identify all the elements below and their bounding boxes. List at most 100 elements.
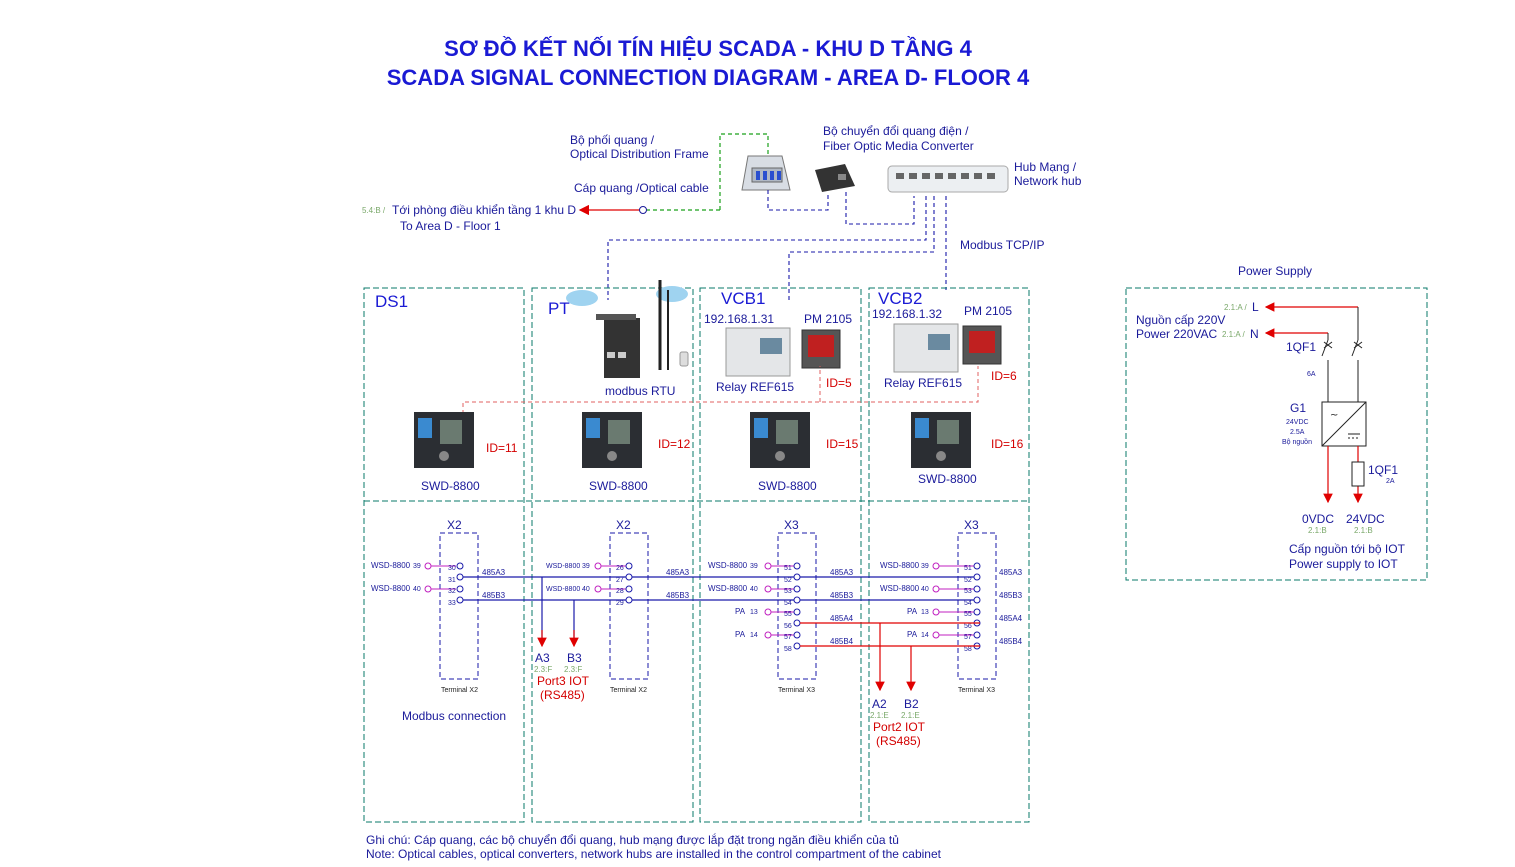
to-room-vi: Tới phòng điều khiển tầng 1 khu D [392,203,576,217]
pin-vcb1-2: 52 [784,577,792,584]
rtu-label: modbus RTU [605,384,675,398]
panel-name-vcb1: VCB1 [721,289,765,308]
pin-ds1-2: 31 [448,577,456,584]
panel-name-pt: PT [548,299,570,318]
cable-node [639,206,647,214]
svg-text:~: ~ [1330,410,1338,421]
vcb1-pa-a: PA [735,607,746,616]
power-input-lines [1264,302,1358,338]
ref-n: 2.1:A / [1222,330,1245,339]
input-wires [428,565,974,636]
pin-vcb1-5: 55 [784,611,792,618]
ref-b3: 2.3:F [564,665,582,674]
pin-vcb1-4: 54 [784,600,792,607]
hub-label-en: Network hub [1014,174,1082,188]
vcb2-pa-a: PA [907,607,918,616]
input-nodes [424,562,940,639]
port2-label: Port2 IOT [873,720,926,734]
terminal-label-ds1: Terminal X2 [441,687,478,694]
v24-label: 24VDC [1346,512,1385,526]
vcb1-n40: 40 [750,586,758,593]
vcb1-n13: 13 [750,609,758,616]
pin-pt-4: 29 [616,600,624,607]
port-a2: A2 [872,697,887,711]
vcb1-pm-id: ID=5 [826,376,852,390]
vcb1-wsd-b: WSD-8800 [708,584,748,593]
hub-label-vi: Hub Mạng / [1014,160,1077,174]
modbus-connection-label: Modbus connection [402,709,506,723]
terminal-label-vcb2: Terminal X3 [958,687,995,694]
pt-id: ID=12 [658,437,691,451]
vcb1-485b4: 485B4 [830,637,854,646]
title-vi: SƠ ĐỒ KẾT NỐI TÍN HIỆU SCADA - KHU D TẦN… [444,35,972,61]
port-a3: A3 [535,651,550,665]
power-title: Power Supply [1238,264,1312,278]
ds1-wsd-b: WSD-8800 [371,584,411,593]
vcb1-wsd-a: WSD-8800 [708,561,748,570]
vcb2-485b4: 485B4 [999,637,1023,646]
pin-vcb2-5: 55 [964,611,972,618]
network-hub-device [887,165,1009,193]
odf-device [741,155,791,191]
pin-vcb1-3: 53 [784,588,792,595]
terminal-blocks [439,532,997,680]
vcb2-swd-label: SWD-8800 [918,472,977,486]
panel-name-vcb2: VCB2 [878,289,922,308]
pt-wsd-b: WSD-8800 [546,586,580,593]
qf2-fuse [1351,461,1365,487]
ds1-485a3: 485A3 [482,568,506,577]
panel-name-ds1: DS1 [375,292,408,311]
port3-label: Port3 IOT [537,674,590,688]
vcb1-pm-label: PM 2105 [804,312,852,326]
pin-vcb2-2: 52 [964,577,972,584]
to-room-ref: 5.4:B / [362,206,386,215]
terminal-x2-ds1: X2 [447,518,462,532]
ds1-n40: 40 [413,586,421,593]
odf-label-en: Optical Distribution Frame [570,147,709,161]
qf1-breaker [1321,307,1363,402]
vcb2-wsd-b: WSD-8800 [880,584,920,593]
pin-vcb2-6: 56 [964,623,972,630]
network-lines [607,190,947,300]
vcb2-relay-label: Relay REF615 [884,376,962,390]
ds1-n39: 39 [413,563,421,570]
ref-b2: 2.1:E [901,711,920,720]
qf2-label: 1QF1 [1368,463,1398,477]
g1-name: Bộ nguồn [1282,437,1312,446]
pin-ds1-3: 32 [448,588,456,595]
vcb2-n39: 39 [921,563,929,570]
pin-pt-1: 26 [616,565,624,572]
pt-485b3: 485B3 [666,591,690,600]
ref-v0: 2.1:B [1308,526,1327,535]
port-b3: B3 [567,651,582,665]
ref-a3: 2.3:F [534,665,552,674]
terminal-x2-pt: X2 [616,518,631,532]
pin-vcb2-4: 54 [964,600,972,607]
src-en: Power 220VAC [1136,327,1217,341]
vcb1-n39: 39 [750,563,758,570]
modbus-tcp-label: Modbus TCP/IP [960,238,1044,252]
terminal-x3-vcb2: X3 [964,518,979,532]
vcb2-485a4: 485A4 [999,614,1023,623]
converter-label-en: Fiber Optic Media Converter [823,139,974,153]
rs485-bus-lines [460,576,980,640]
title-en: SCADA SIGNAL CONNECTION DIAGRAM - AREA D… [387,65,1030,90]
swd-device-2 [582,412,642,468]
line-n: N [1250,327,1259,341]
vcb1-pm-device [801,329,841,369]
pin-pt-2: 27 [616,577,624,584]
converter-label-vi: Bộ chuyển đổi quang điện / [823,124,969,138]
ds1-swd-label: SWD-8800 [421,479,480,493]
pt-n39: 39 [582,563,590,570]
terminal-pins [456,562,981,650]
pt-wsd-a: WSD-8800 [546,563,580,570]
pin-vcb1-8: 58 [784,646,792,653]
vcb1-n14: 14 [750,632,758,639]
vcb1-id: ID=15 [826,437,859,451]
rtu-device [566,280,689,378]
power-supply-g1: ~ [1321,401,1367,447]
vcb1-ip: 192.168.1.31 [704,312,774,326]
pin-vcb2-8: 58 [964,646,972,653]
power-frame [1125,287,1428,581]
vcb1-relay-label: Relay REF615 [716,380,794,394]
